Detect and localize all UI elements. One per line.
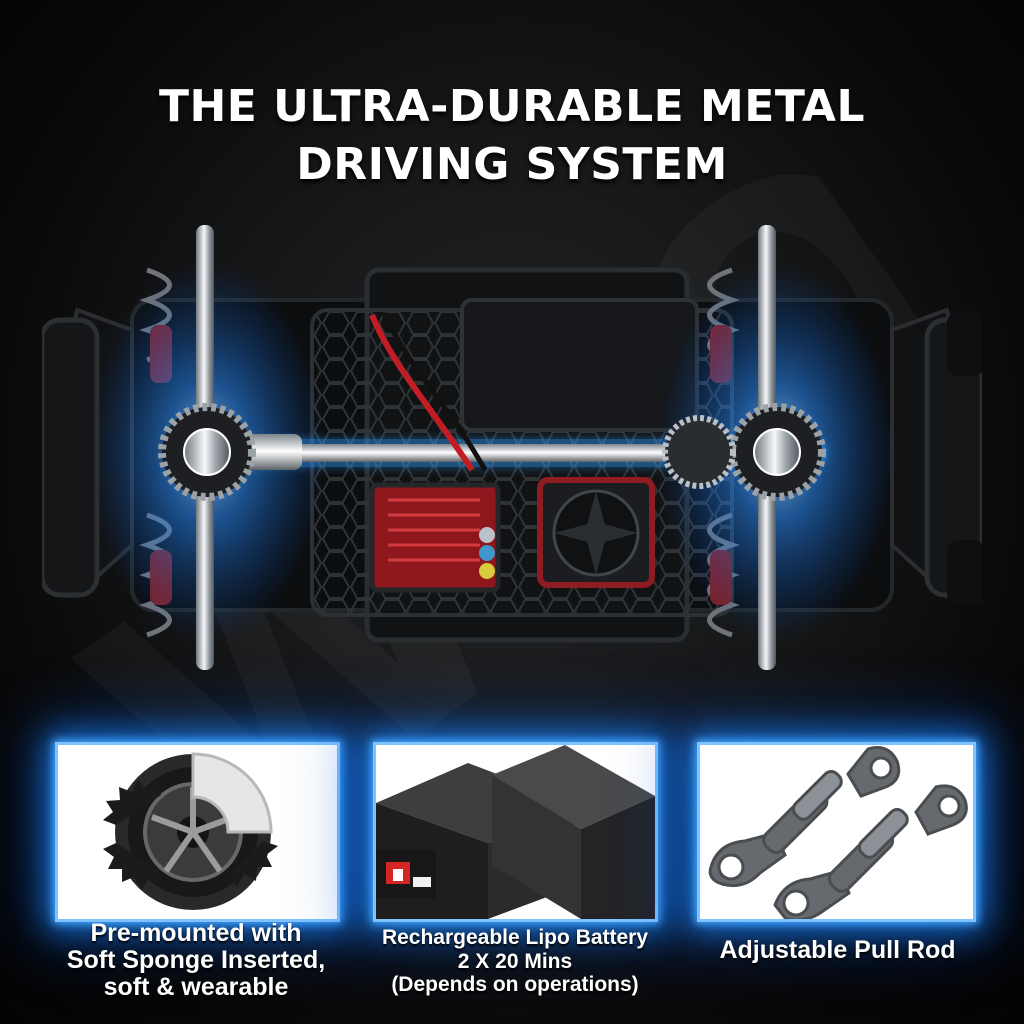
- lipo-battery-pack-icon: [376, 745, 655, 919]
- front-and-rear-bumpers: [42, 311, 982, 605]
- feature-card-pull-rod: [697, 742, 976, 922]
- rc-car-metal-driving-system-illustration: [42, 225, 982, 670]
- battery-caption-line-1: Rechargeable Lipo Battery: [381, 926, 649, 949]
- tire-caption-line-2: Soft Sponge Inserted,: [66, 946, 326, 974]
- adjustable-pull-rod-icon: [700, 745, 973, 919]
- tire-feature-caption: Pre-mounted with Soft Sponge Inserted, s…: [36, 920, 356, 1001]
- differential-gears: [158, 403, 826, 501]
- pull-rod-caption-line-1: Adjustable Pull Rod: [719, 936, 956, 964]
- tire-with-sponge-insert-icon: [58, 745, 337, 919]
- battery-caption-line-2: 2 X 20 Mins: [457, 949, 573, 973]
- tire-caption-line-1: Pre-mounted with: [90, 919, 302, 947]
- feature-card-battery: [373, 742, 658, 922]
- battery-caption-line-3: (Depends on operations): [391, 973, 639, 997]
- page-title: THE ULTRA-DURABLE METAL DRIVING SYSTEM: [40, 78, 984, 194]
- page-title-line-1: THE ULTRA-DURABLE METAL: [158, 81, 866, 132]
- page-title-line-2: DRIVING SYSTEM: [296, 139, 728, 190]
- feature-card-tire: [55, 742, 340, 922]
- tire-caption-line-3: soft & wearable: [103, 973, 289, 1001]
- battery-feature-caption: Rechargeable Lipo Battery 2 X 20 Mins (D…: [345, 926, 685, 997]
- pull-rod-feature-caption: Adjustable Pull Rod: [685, 937, 990, 964]
- electronics: [369, 311, 655, 593]
